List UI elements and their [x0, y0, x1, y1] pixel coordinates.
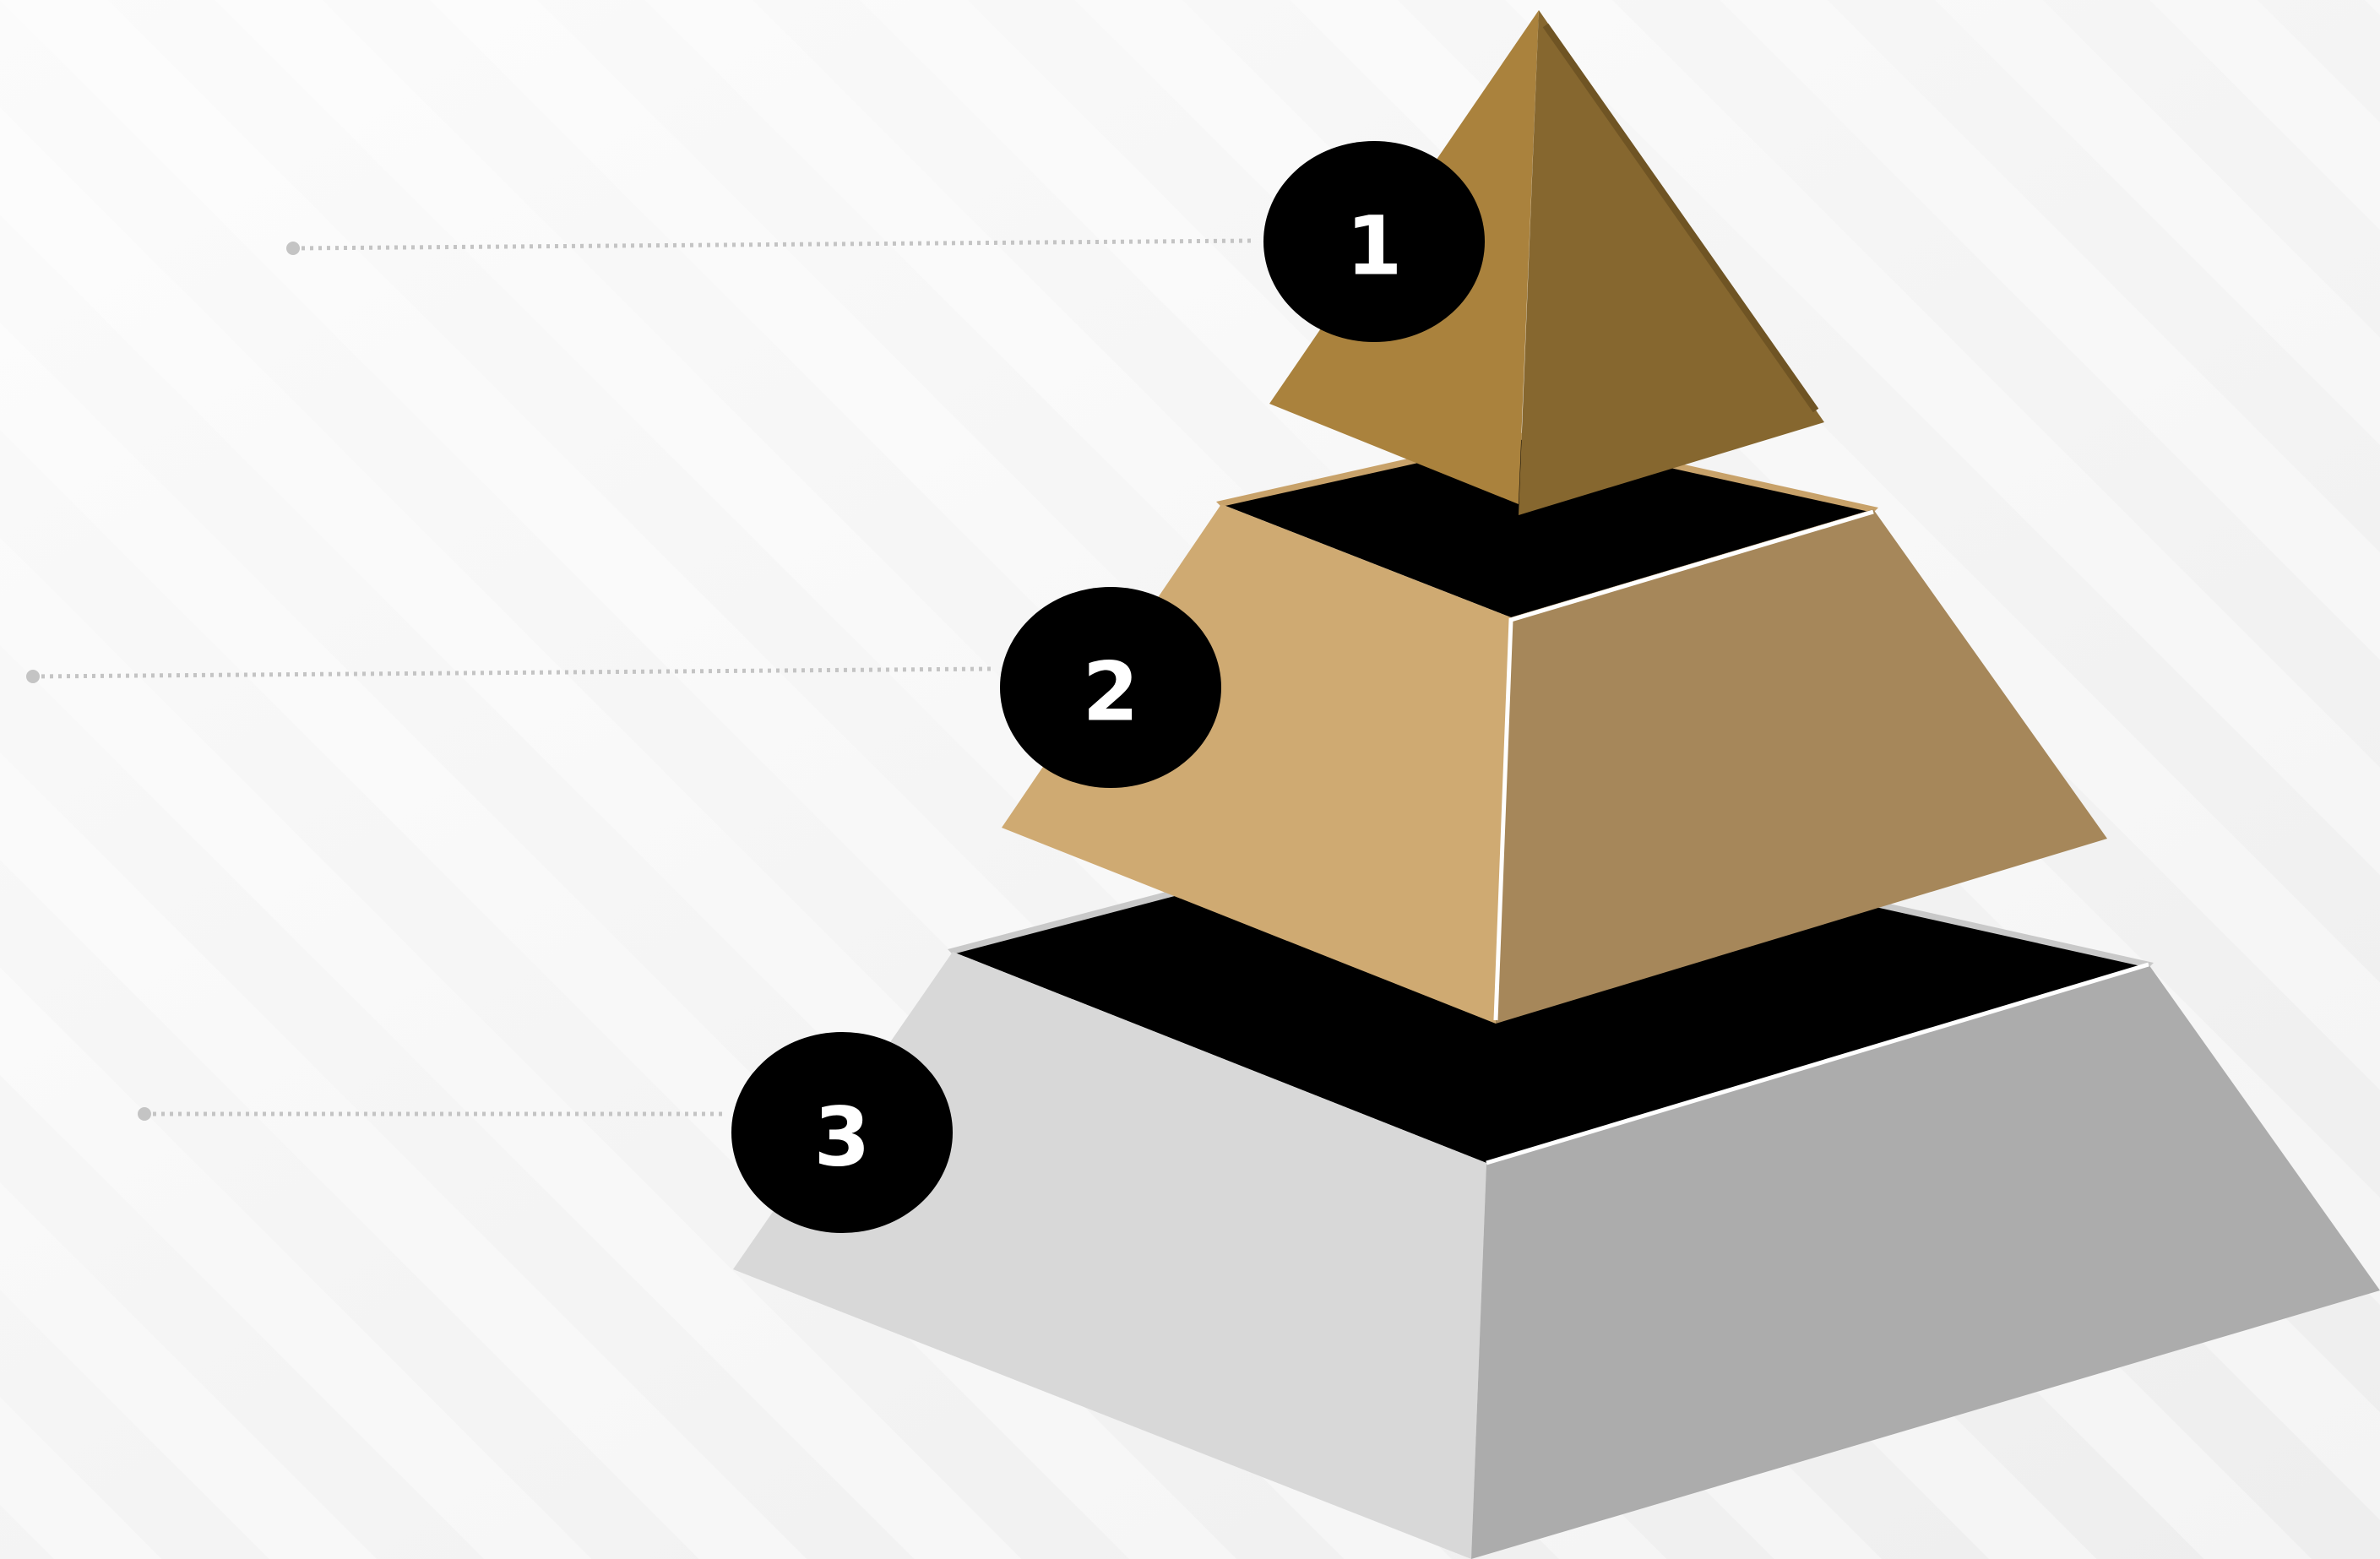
badge-1-number: 1 [1346, 198, 1403, 293]
badge-1: 1 [1263, 141, 1485, 342]
badge-3-number: 3 [814, 1089, 871, 1184]
leader-dot-1 [286, 242, 300, 255]
leader-dot-3 [138, 1107, 151, 1121]
badge-2: 2 [1000, 587, 1221, 788]
badge-2-number: 2 [1083, 644, 1139, 739]
leader-dot-2 [26, 670, 40, 683]
badge-3: 3 [731, 1032, 953, 1233]
